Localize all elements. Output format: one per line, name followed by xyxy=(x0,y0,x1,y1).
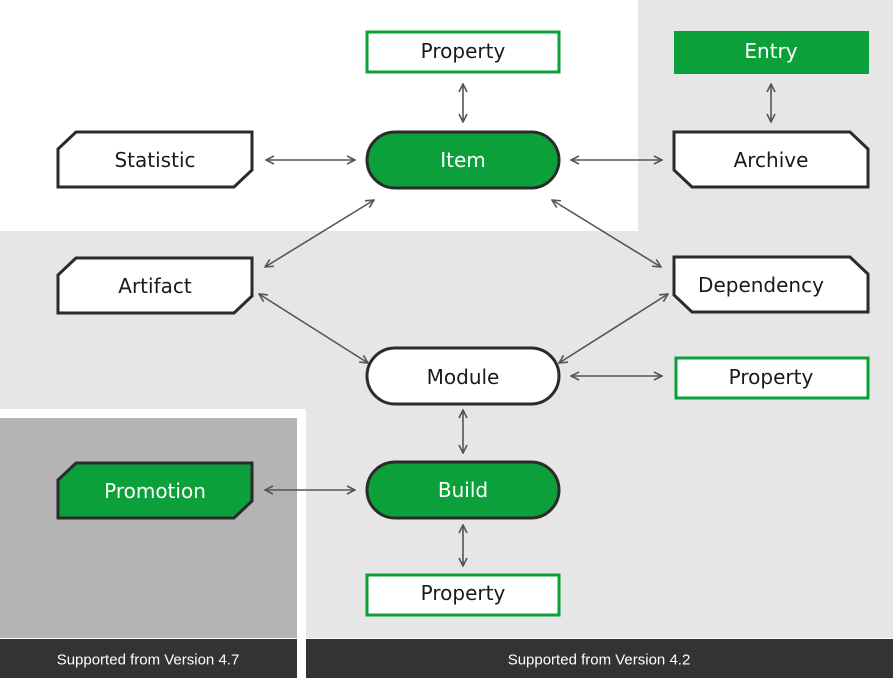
node-entry: Entry xyxy=(674,31,869,74)
footer-right xyxy=(306,639,893,678)
connector-item-artifact xyxy=(265,200,374,267)
node-module-label: Module xyxy=(427,365,500,389)
region-version-4-7 xyxy=(0,418,297,638)
node-archive: Archive xyxy=(672,130,870,189)
footer-right-label: Supported from Version 4.2 xyxy=(508,652,691,669)
connector-item-dependency xyxy=(552,200,661,267)
node-statistic-label: Statistic xyxy=(114,148,195,172)
node-item-label: Item xyxy=(440,148,486,172)
node-archive-label: Archive xyxy=(734,148,809,172)
node-artifact-label: Artifact xyxy=(118,274,192,298)
node-property-top-label: Property xyxy=(421,39,506,63)
node-promotion-label: Promotion xyxy=(104,479,206,503)
node-dependency-label: Dependency xyxy=(698,273,824,297)
node-artifact: Artifact xyxy=(56,256,254,315)
node-dependency: Dependency xyxy=(672,255,870,314)
node-module: Module xyxy=(365,346,561,406)
node-statistic: Statistic xyxy=(56,130,254,189)
node-item: Item xyxy=(365,130,561,190)
node-property-top: Property xyxy=(365,30,561,74)
node-build-label: Build xyxy=(438,478,488,502)
node-property-bottom-label: Property xyxy=(421,581,506,605)
node-property-right-label: Property xyxy=(729,365,814,389)
footer-left-label: Supported from Version 4.7 xyxy=(57,652,240,669)
footer-left xyxy=(0,639,297,678)
connectors xyxy=(259,84,771,566)
connector-artifact-module xyxy=(259,294,368,363)
node-property-bottom: Property xyxy=(365,573,561,617)
node-property-right: Property xyxy=(674,356,870,400)
connector-dependency-module xyxy=(559,294,668,363)
node-build: Build xyxy=(365,460,561,520)
node-entry-label: Entry xyxy=(744,39,797,63)
node-promotion: Promotion xyxy=(56,461,254,520)
region-version-4-2 xyxy=(0,0,893,638)
